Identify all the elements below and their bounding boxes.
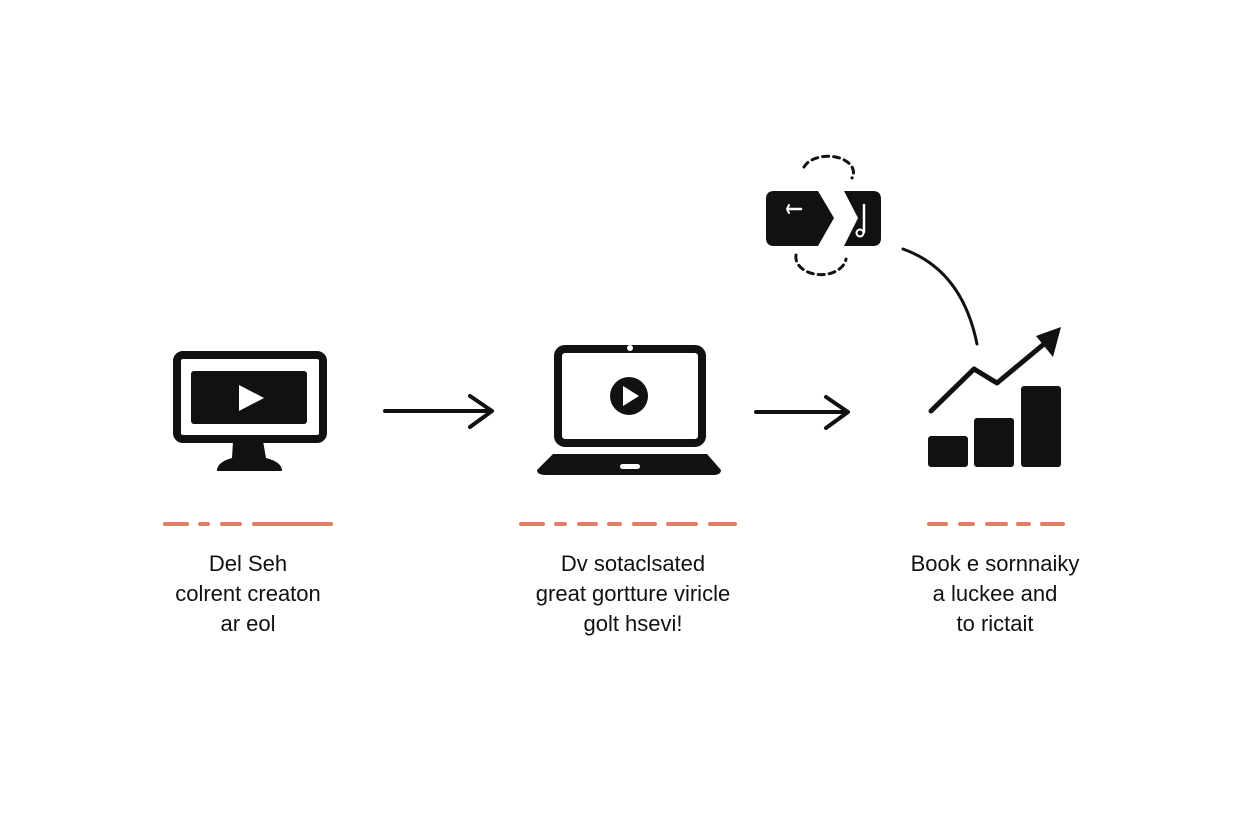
caption-line: ar eol — [220, 611, 276, 636]
monitor-play-icon — [173, 351, 327, 471]
caption-line: Dv sotaclsated — [560, 551, 706, 576]
step-caption-1: Del Seh colrent creaton ar eol — [118, 549, 378, 639]
media-swap-icon — [766, 154, 881, 277]
arrow-right-icon — [754, 395, 850, 430]
caption-line: golt hsevi! — [583, 611, 683, 636]
caption-line: colrent creaton — [175, 581, 321, 606]
growth-bar-chart-icon — [928, 327, 1061, 467]
caption-line: to rictait — [956, 611, 1034, 636]
caption-line: Del Seh — [208, 551, 288, 576]
curved-connector-icon — [901, 247, 979, 346]
step-caption-2: Dv sotaclsated great gortture viricle go… — [478, 549, 788, 639]
caption-line: a luckee and — [932, 581, 1058, 606]
caption-line: Book e sornnaiky — [910, 551, 1080, 576]
laptop-play-icon — [537, 345, 721, 475]
arrow-right-icon — [383, 394, 494, 429]
step-caption-3: Book e sornnaiky a luckee and to rictait — [865, 549, 1125, 639]
caption-line: great gortture viricle — [535, 581, 731, 606]
